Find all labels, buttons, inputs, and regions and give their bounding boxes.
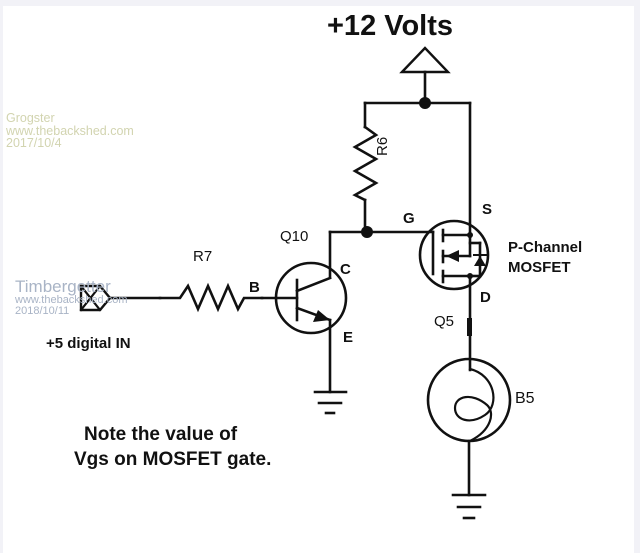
q5-label: Q5	[434, 313, 455, 330]
watermark-author: Grogster	[6, 111, 55, 125]
mosfet-type-line1: P-Channel	[508, 239, 583, 256]
mosfet-type-line2: MOSFET	[508, 259, 571, 276]
lamp-filament-icon	[453, 367, 495, 443]
input-cross-2	[79, 284, 102, 312]
source-pin-label: S	[482, 201, 493, 218]
q10-label: Q10	[280, 228, 309, 245]
drain-pin-label: D	[480, 289, 491, 306]
watermark-site: www.thebackshed.com	[6, 123, 134, 138]
watermark-date: 2018/10/11	[15, 305, 70, 317]
watermark-site: www.thebackshed.com	[15, 294, 128, 306]
dot-s	[467, 232, 473, 238]
mosfet-body	[418, 219, 490, 291]
supply-voltage-title: +12 Volts	[327, 10, 453, 42]
input-connector-icon	[79, 284, 112, 312]
q10-emitter-arrow-icon	[313, 310, 330, 322]
emitter-pin-label: E	[343, 329, 354, 346]
input-label: +5 digital IN	[46, 335, 131, 352]
supply-arrow-icon	[399, 46, 451, 74]
q5-element	[467, 318, 472, 336]
r7-label: R7	[193, 248, 213, 265]
r7-resistor	[158, 282, 264, 313]
b5-label: B5	[515, 390, 535, 407]
diode-icon	[474, 256, 486, 266]
watermark-author: Timbergetter	[15, 277, 111, 296]
note-line2: Vgs on MOSFET gate.	[74, 449, 272, 470]
watermark-date: 2017/10/4	[6, 136, 62, 150]
q10-collector	[295, 276, 332, 293]
mosfet-arrow-icon	[446, 250, 459, 262]
gate-pin-label: G	[403, 210, 415, 227]
base-pin-label: B	[249, 279, 260, 296]
watermark-timbergetter: Timbergetter www.thebackshed.com 2018/10…	[15, 278, 128, 317]
note-line1: Note the value of	[84, 424, 238, 445]
collector-pin-label: C	[340, 261, 351, 278]
r6-resistor	[352, 125, 379, 202]
watermark-grogster: Grogster www.thebackshed.com 2017/10/4	[6, 112, 134, 150]
r6-label: R6	[374, 136, 391, 156]
diagram-canvas	[3, 6, 634, 553]
